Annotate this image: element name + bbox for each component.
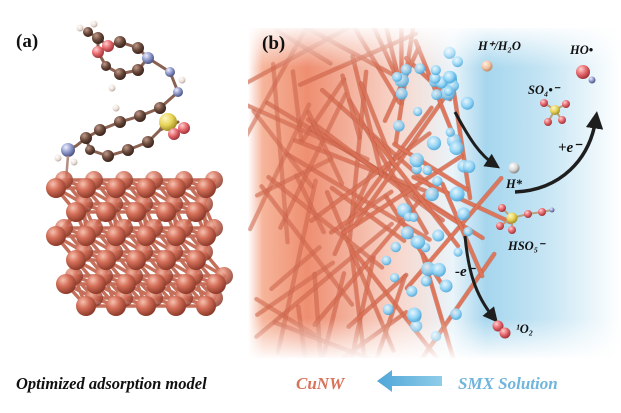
nitrogen-atom [165, 67, 175, 77]
plus-electron-label: +e⁻ [558, 140, 583, 156]
copper-atom [46, 178, 66, 198]
copper-atom [196, 178, 216, 198]
copper-atom [186, 202, 206, 222]
copper-atom [76, 178, 96, 198]
panel-a-label: (a) [16, 31, 38, 52]
copper-atom [126, 202, 146, 222]
h-plus-water-label: H⁺/H₂O [477, 39, 521, 53]
copper-atom [76, 296, 96, 316]
nitrogen-atom [173, 87, 183, 97]
copper-atom [56, 274, 76, 294]
copper-atom [196, 226, 216, 246]
adsorbed-hydrogen-particle [508, 162, 520, 174]
flow-direction-arrow [377, 370, 442, 392]
carbon-atom [114, 36, 126, 48]
peroxymonosulfate-label: HSO₅⁻ [507, 239, 546, 253]
carbon-atom [85, 145, 95, 155]
carbon-atom [83, 27, 93, 37]
copper-atom [66, 250, 86, 270]
hydrogen-atom [76, 24, 84, 32]
reduction-arrow [453, 111, 500, 169]
carbon-atom [102, 150, 114, 162]
copper-slab [46, 171, 233, 316]
copper-atom [106, 296, 126, 316]
nitrogen-atom [61, 143, 75, 157]
hydrogen-atom [112, 104, 120, 112]
copper-atom [86, 274, 106, 294]
oxygen-atom [102, 40, 114, 52]
copper-atom [136, 296, 156, 316]
carbon-atom [92, 32, 104, 44]
copper-atom [46, 226, 66, 246]
copper-atom [116, 274, 136, 294]
hydrogen-atom [90, 20, 98, 28]
copper-atom [126, 250, 146, 270]
copper-atom [166, 226, 186, 246]
copper-atom [206, 274, 226, 294]
copper-atom [156, 250, 176, 270]
hydroxyl-radical-label: HO• [569, 43, 593, 57]
carbon-atom [101, 61, 111, 71]
carbon-atom [114, 116, 126, 128]
carbon-atom [154, 102, 166, 114]
hydrogen-atom [54, 154, 62, 162]
copper-atom [146, 274, 166, 294]
copper-atom [136, 178, 156, 198]
oxygen-atom [92, 46, 104, 58]
carbon-atom [80, 132, 92, 144]
copper-atom [186, 250, 206, 270]
hydroxyl-radical-molecule [576, 65, 596, 84]
copper-atom [196, 296, 216, 316]
sulfate-to-hydroxyl-arrow [514, 111, 604, 194]
copper-atom [66, 202, 86, 222]
copper-atom [136, 226, 156, 246]
hydrogen-atom [178, 76, 186, 84]
sulfate-radical-molecule [540, 99, 570, 126]
carbon-atom [132, 42, 144, 54]
carbon-atom [132, 64, 144, 76]
carbon-atom [122, 144, 134, 156]
smx-solution-label: SMX Solution [458, 374, 558, 393]
peroxymonosulfate-molecule [496, 204, 555, 234]
oxidation-arrow [463, 235, 498, 323]
copper-atom [166, 296, 186, 316]
copper-atom [96, 250, 116, 270]
copper-atom [166, 178, 186, 198]
cunw-label: CuNW [296, 374, 346, 393]
hydrogen-atom [70, 158, 78, 166]
carbon-atom [94, 124, 106, 136]
panel-a-caption: Optimized adsorption model [16, 374, 207, 393]
h-star-label: H* [505, 177, 523, 191]
oxygen-atom [168, 128, 180, 140]
copper-atom [76, 226, 96, 246]
carbon-atom [142, 136, 154, 148]
copper-atom [156, 202, 176, 222]
carbon-atom [134, 110, 146, 122]
singlet-oxygen-label: ¹O₂ [516, 322, 533, 336]
sulfate-radical-label: SO₄•⁻ [528, 83, 561, 97]
copper-atom [96, 202, 116, 222]
panel-a: (a) [16, 20, 233, 393]
minus-electron-label: -e⁻ [455, 264, 477, 280]
hydrogen-atom [108, 84, 116, 92]
panel-b-label: (b) [262, 33, 285, 54]
carbon-atom [114, 68, 126, 80]
proton-particle [481, 60, 493, 72]
panel-b: (b) [248, 28, 620, 393]
nitrogen-atom [142, 52, 154, 64]
copper-atom [176, 274, 196, 294]
singlet-oxygen-molecule [492, 320, 511, 339]
smx-molecule [54, 20, 190, 166]
sulfur-atom [159, 113, 177, 131]
copper-atom [106, 178, 126, 198]
oxygen-atom [178, 122, 190, 134]
copper-atom [106, 226, 126, 246]
